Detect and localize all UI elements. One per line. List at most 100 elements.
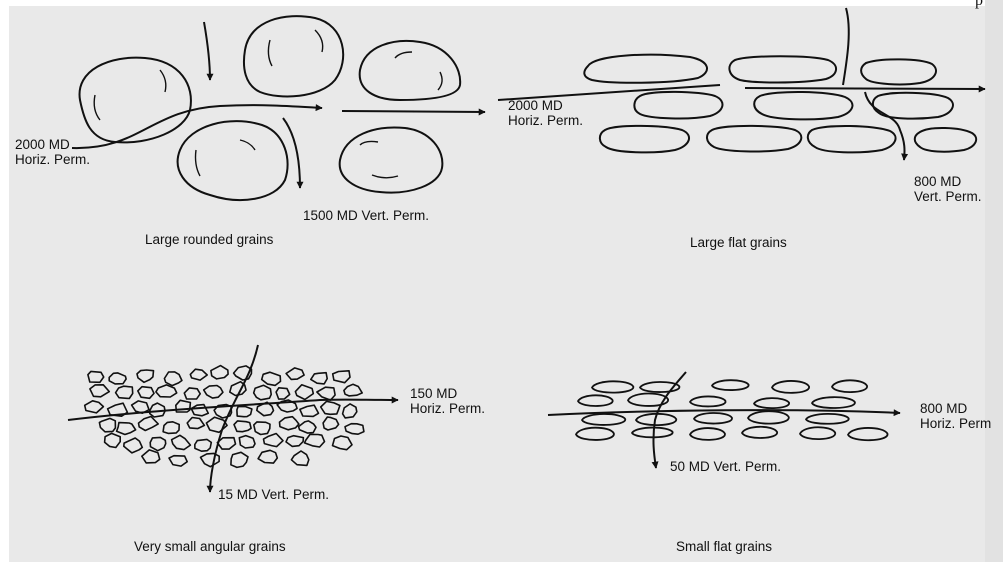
horizontal-perm-label: 2000 MD Horiz. Perm. [508, 98, 583, 128]
grain [707, 126, 801, 152]
grain [584, 55, 707, 83]
angular-grain [262, 372, 281, 385]
flat-grain [832, 380, 867, 392]
flat-grain [632, 428, 673, 438]
angular-grain [258, 450, 277, 463]
angular-grain [150, 437, 166, 450]
grain [340, 127, 443, 192]
angular-grain [323, 417, 339, 430]
angular-grain [201, 453, 220, 466]
angular-grain [117, 423, 136, 435]
caption-small-flat-grains: Small flat grains [676, 539, 772, 554]
angular-grain [163, 422, 179, 434]
horizontal-flow-arrow [745, 88, 985, 89]
flat-grain [800, 427, 835, 439]
flat-grain [582, 414, 625, 425]
vertical-flow-arrow [653, 372, 686, 468]
angular-grain [90, 385, 109, 397]
flat-grain [690, 396, 726, 406]
angular-grain [343, 404, 357, 418]
angular-grain [254, 385, 272, 400]
caption-very-small-angular-grains: Very small angular grains [134, 539, 286, 554]
horizontal-perm-label: 2000 MD Horiz. Perm. [15, 137, 90, 167]
angular-grain [286, 368, 304, 380]
grain [244, 16, 343, 96]
angular-grain [139, 417, 159, 431]
flat-grain [694, 413, 732, 424]
grain [808, 126, 896, 152]
vertical-perm-label: 800 MD Vert. Perm. [914, 174, 982, 204]
grain [80, 58, 191, 143]
flat-grain [712, 380, 749, 390]
angular-grain [195, 439, 212, 451]
angular-grain [164, 372, 182, 386]
angular-grain [291, 451, 308, 465]
angular-grain [231, 452, 248, 467]
angular-grain [187, 418, 204, 429]
angular-grain [333, 371, 350, 383]
grain [729, 56, 836, 82]
flat-grain [592, 381, 633, 392]
flat-grain [578, 395, 613, 406]
flat-grain [576, 428, 614, 440]
flat-grain [690, 428, 725, 440]
grain [178, 121, 288, 200]
grain [600, 126, 689, 153]
panel-very-small-angular-grains [85, 366, 364, 468]
horizontal-perm-label: 800 MD Horiz. Perm [920, 401, 991, 431]
angular-grain [99, 418, 115, 431]
grain [861, 59, 936, 84]
flat-grain [742, 427, 777, 438]
angular-grain [204, 386, 223, 399]
angular-grain [88, 371, 104, 382]
angular-grain [276, 388, 290, 399]
angular-grain [305, 434, 325, 447]
angular-grain [239, 436, 255, 448]
flat-grain [754, 398, 789, 408]
angular-grain [191, 405, 208, 416]
caption-large-flat-grains: Large flat grains [690, 235, 787, 250]
angular-grain [299, 421, 316, 433]
vertical-flow-arrow [843, 8, 849, 85]
angular-grain [156, 385, 177, 397]
flat-grain [806, 414, 849, 424]
angular-grain [124, 438, 143, 453]
horizontal-flow-arrow [342, 111, 485, 112]
flat-grain [812, 397, 855, 408]
panel-large-rounded-grains [72, 16, 485, 200]
angular-grain [286, 436, 303, 447]
angular-grain [345, 424, 364, 435]
vertical-flow-arrow [204, 22, 210, 80]
grain [634, 92, 722, 119]
angular-grain [211, 366, 228, 379]
angular-grain [280, 417, 299, 430]
angular-grain [172, 435, 191, 449]
angular-grain [109, 373, 126, 384]
angular-grain [333, 436, 353, 450]
angular-grain [344, 384, 362, 396]
angular-grain [190, 369, 207, 380]
angular-grain [85, 401, 104, 413]
caption-large-rounded-grains: Large rounded grains [145, 232, 273, 247]
angular-grain [254, 422, 270, 435]
flat-grain [772, 381, 809, 393]
panel-large-flat-grains [498, 8, 985, 160]
horizontal-perm-label: 150 MD Horiz. Perm. [410, 386, 485, 416]
grain [915, 128, 976, 152]
grain [754, 92, 852, 119]
angular-grain [234, 421, 251, 432]
angular-grain [105, 433, 121, 447]
grain [360, 41, 461, 100]
vertical-perm-label: 15 MD Vert. Perm. [218, 487, 329, 502]
angular-grain [321, 401, 340, 414]
angular-grain [116, 386, 133, 398]
vertical-perm-label: 50 MD Vert. Perm. [670, 459, 781, 474]
angular-grain [142, 450, 160, 463]
angular-grain [184, 388, 200, 399]
angular-grain [311, 373, 327, 384]
angular-grain [237, 407, 252, 417]
flat-grain [748, 411, 789, 423]
angular-grain [138, 387, 154, 399]
